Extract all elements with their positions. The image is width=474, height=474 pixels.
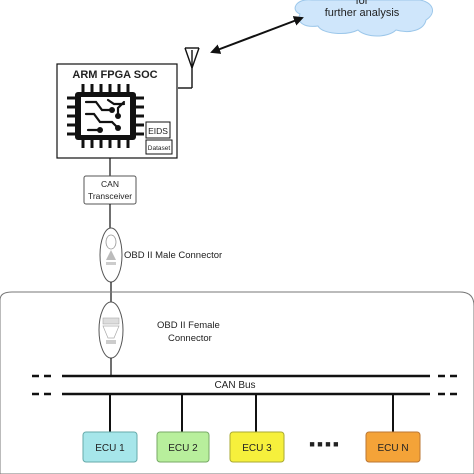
cloud-text-line2: further analysis [325, 7, 400, 19]
chip-icon [67, 84, 144, 148]
transceiver-line2: Transceiver [88, 191, 132, 201]
male-connector-label: OBD II Male Connector [124, 250, 222, 261]
ecu-3-label: ECU 3 [242, 443, 272, 454]
dataset-label: Dataset [148, 145, 171, 152]
ecu-n: ECU N [365, 431, 421, 463]
eids-box [145, 121, 171, 139]
dataset-box [145, 139, 173, 155]
ecu-3: ECU 3 [229, 431, 285, 463]
cloud-shape: for further analysis [294, 0, 434, 37]
antenna-icon [178, 47, 200, 89]
eids-label: EIDS [148, 126, 168, 136]
ecu-1: ECU 1 [82, 431, 138, 463]
can-bus-label: CAN Bus [214, 380, 255, 391]
can-bus [32, 374, 462, 396]
ecu-1-label: ECU 1 [95, 443, 125, 454]
ecu-drop-lines [109, 394, 394, 432]
ecu-2-label: ECU 2 [168, 443, 198, 454]
cloud-text-line1: for [356, 0, 369, 7]
ecu-n-label: ECU N [377, 443, 408, 454]
ecu-2: ECU 2 [156, 431, 210, 463]
obd-male-connector-icon [99, 227, 123, 283]
female-connector-label-line2: Connector [168, 333, 212, 344]
female-connector-label-line1: OBD II Female [157, 320, 220, 331]
soc-title: ARM FPGA SOC [72, 69, 157, 81]
obd-female-connector-icon [98, 301, 124, 359]
ecu-ellipsis: ■ ■ ■ ■ [309, 439, 338, 449]
wireless-link-arrow [210, 16, 304, 54]
transceiver-line1: CAN [101, 179, 119, 189]
